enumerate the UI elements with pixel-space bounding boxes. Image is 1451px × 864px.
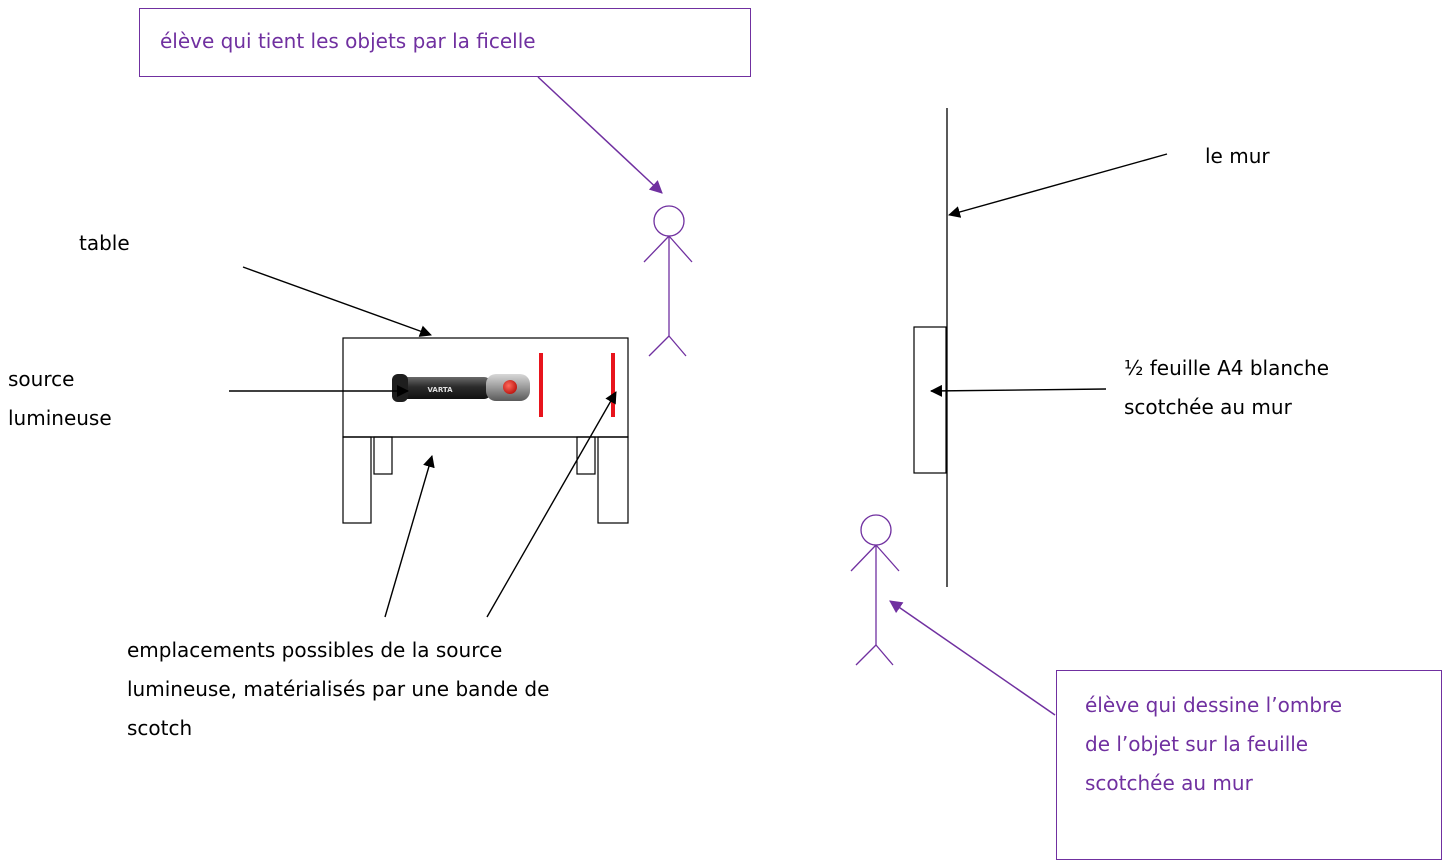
arrow-bottom-student <box>889 600 1056 716</box>
flashlight-icon: VARTA <box>392 374 530 402</box>
arrow-location-2 <box>486 391 617 618</box>
light-source-label-line1: source <box>8 367 75 391</box>
bottom-student-label-line2: de l’objet sur la feuille <box>1085 732 1309 756</box>
bottom-student-label-line3: scotchée au mur <box>1085 771 1253 795</box>
table-label: table <box>79 231 130 255</box>
table <box>342 337 629 524</box>
bottom-student-callout-box <box>1056 670 1442 860</box>
light-source-label-line2: lumineuse <box>8 406 112 430</box>
locations-label-line2: lumineuse, matérialisés par une bande de <box>127 677 550 701</box>
table-leg-back-right <box>576 436 596 475</box>
table-leg-front-left <box>342 436 372 524</box>
table-leg-front-right <box>597 436 629 524</box>
locations-label-line1: emplacements possibles de la source <box>127 638 503 662</box>
sheet-label-line2: scotchée au mur <box>1124 395 1292 419</box>
arrow-wall <box>948 153 1168 218</box>
sheet-label-line1: ½ feuille A4 blanche <box>1124 356 1330 380</box>
arrow-location-1 <box>384 455 435 618</box>
arrow-top-student <box>537 76 663 194</box>
locations-label-line3: scotch <box>127 716 193 740</box>
a4-half-sheet <box>913 326 947 474</box>
flashlight-brand-text: VARTA <box>427 386 453 394</box>
table-leg-back-left <box>373 436 393 475</box>
top-student-callout-box <box>139 8 751 77</box>
stick-figure-icon <box>850 514 900 666</box>
stick-figure-icon <box>643 205 693 357</box>
bottom-student-label-line1: élève qui dessine l’ombre <box>1085 693 1343 717</box>
top-student-label: élève qui tient les objets par la ficell… <box>160 29 536 53</box>
arrow-table <box>242 266 432 337</box>
wall-label: le mur <box>1205 144 1270 168</box>
arrow-sheet <box>930 384 1107 397</box>
